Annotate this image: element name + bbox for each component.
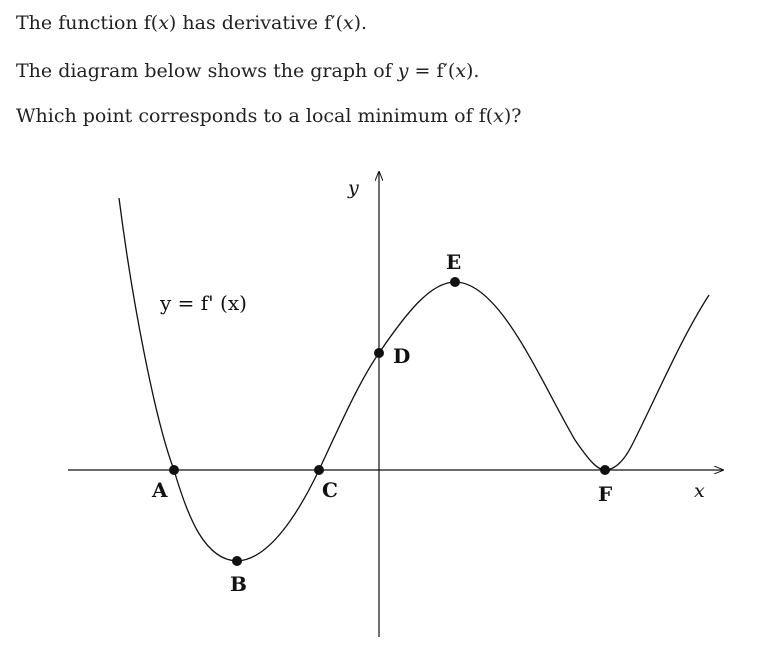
y-axis-label: y	[347, 177, 359, 199]
point-c-label: C	[322, 478, 338, 502]
x-axis-label: x	[694, 480, 705, 502]
point-b-marker	[232, 556, 242, 566]
derivative-curve	[118, 197, 710, 562]
point-d-label: D	[393, 344, 410, 368]
point-c-marker	[314, 465, 324, 475]
question-line-3: Which point corresponds to a local minim…	[16, 105, 522, 127]
point-e-marker	[450, 277, 460, 287]
point-b-label: B	[230, 572, 247, 596]
point-f-marker	[600, 465, 610, 475]
question-line-1: The function f(𝑥) has derivative f′(𝑥).	[16, 12, 368, 34]
point-f-label: F	[598, 482, 612, 506]
point-e-label: E	[446, 250, 461, 274]
point-a-marker	[169, 465, 179, 475]
question-line-2: The diagram below shows the graph of 𝑦 =…	[16, 60, 480, 82]
point-d-marker	[374, 348, 384, 358]
point-a-label: A	[151, 478, 168, 502]
curve-label: y = f' (x)	[159, 291, 247, 315]
